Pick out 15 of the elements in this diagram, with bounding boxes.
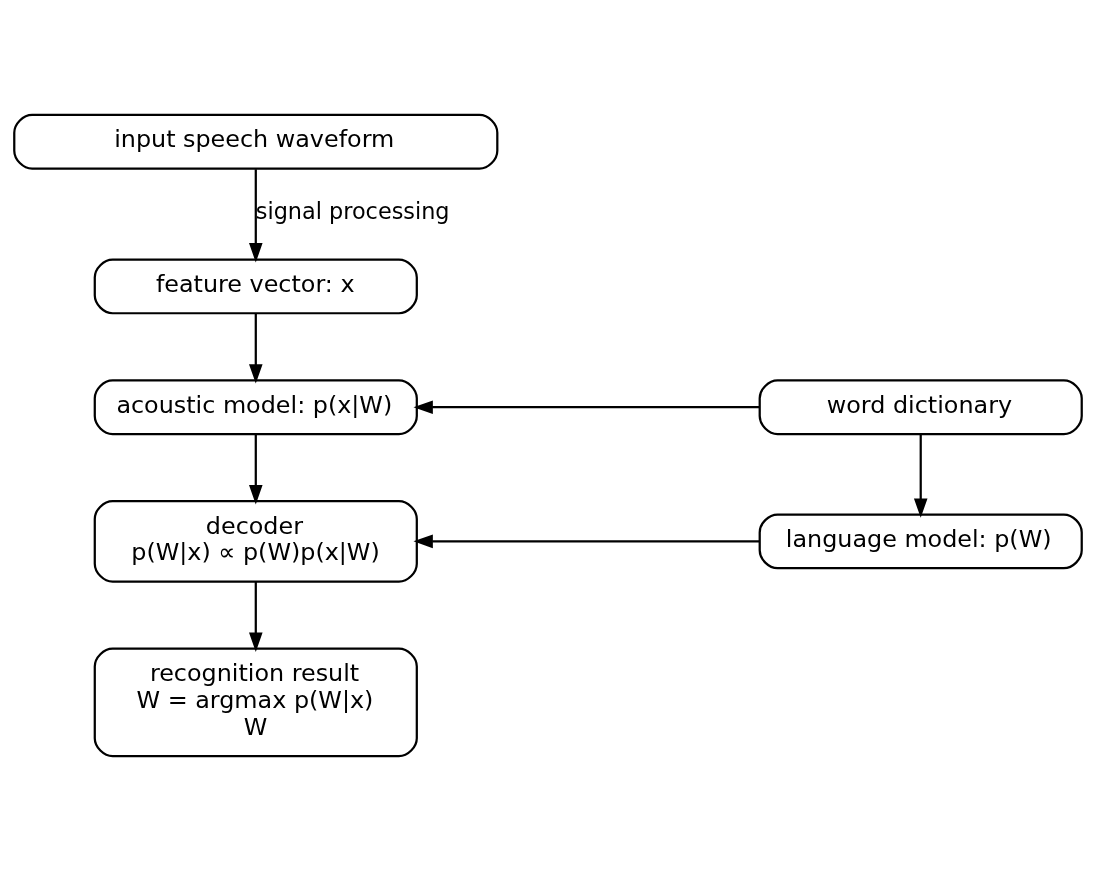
arrow	[249, 434, 263, 504]
arrow	[249, 168, 263, 262]
edge-label: signal processing	[255, 197, 450, 224]
arrow	[913, 434, 928, 518]
node-box: acoustic model: p(x|W)	[93, 378, 418, 435]
node-box: word dictionary	[758, 378, 1083, 435]
node-box: recognition result W = argmax p(W|x) W	[93, 647, 418, 757]
arrow	[249, 312, 263, 384]
arrow	[413, 399, 760, 414]
node-box: feature vector: x	[93, 257, 418, 314]
arrow	[249, 581, 263, 652]
node-box: decoder p(W|x) ∝ p(W)p(x|W)	[93, 499, 418, 583]
arrow	[413, 534, 760, 548]
node-box: language model: p(W)	[758, 512, 1083, 569]
node-box: input speech waveform	[13, 113, 499, 170]
